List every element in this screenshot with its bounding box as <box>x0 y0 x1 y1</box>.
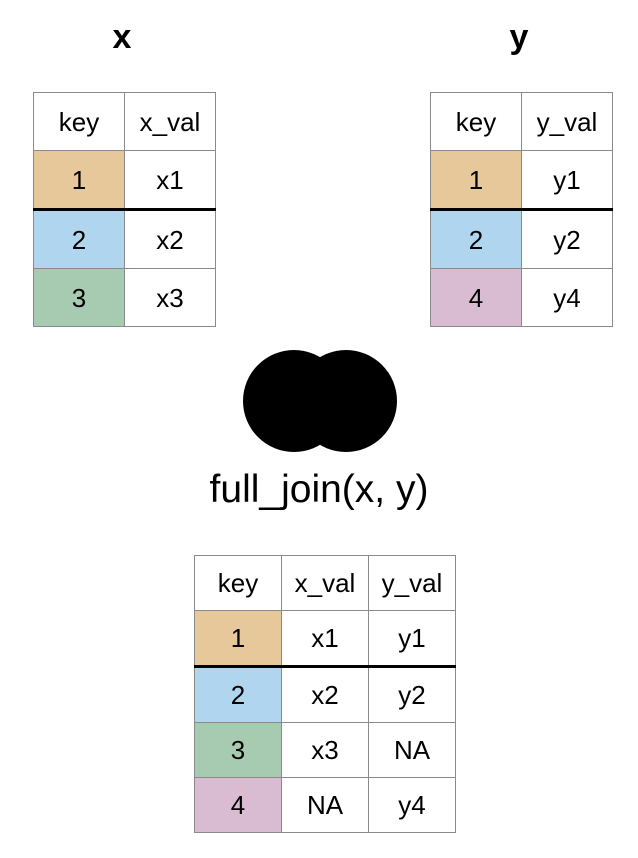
table-x: key x_val 1 x1 2 x2 3 x3 <box>33 92 216 327</box>
value-cell: x3 <box>124 268 216 327</box>
table-row-header: key y_val <box>430 92 613 151</box>
value-cell: y4 <box>521 268 613 327</box>
column-header-x-val: x_val <box>124 92 216 151</box>
key-cell: 3 <box>33 268 125 327</box>
table-row: 2 y2 <box>430 209 613 269</box>
value-cell: y2 <box>521 209 613 269</box>
table-row: 3 x3 <box>33 268 216 327</box>
table-row: 2 x2 y2 <box>194 666 456 723</box>
column-header-y-val: y_val <box>368 555 456 611</box>
table-row: 4 NA y4 <box>194 777 456 833</box>
key-cell: 4 <box>430 268 522 327</box>
key-cell: 2 <box>33 209 125 269</box>
table-row-header: key x_val <box>33 92 216 151</box>
y-value-cell: y2 <box>368 666 456 723</box>
key-cell: 1 <box>33 150 125 211</box>
value-cell: x1 <box>124 150 216 211</box>
y-value-cell: y1 <box>368 610 456 668</box>
table-row: 2 x2 <box>33 209 216 269</box>
x-value-cell: NA <box>281 777 369 833</box>
table-row: 1 x1 y1 <box>194 610 456 668</box>
join-operation-label: full_join(x, y) <box>209 468 429 511</box>
x-value-cell: x3 <box>281 722 369 778</box>
column-header-key: key <box>430 92 522 151</box>
column-header-x-val: x_val <box>281 555 369 611</box>
key-cell: 2 <box>430 209 522 269</box>
key-cell: 2 <box>194 666 282 723</box>
two-overlapping-filled-circles-icon <box>243 350 397 452</box>
x-value-cell: x2 <box>281 666 369 723</box>
venn-diagram <box>240 347 400 455</box>
table-y-title: y <box>509 18 529 56</box>
column-header-key: key <box>194 555 282 611</box>
column-header-key: key <box>33 92 125 151</box>
table-row-header: key x_val y_val <box>194 555 456 611</box>
y-value-cell: y4 <box>368 777 456 833</box>
table-row: 4 y4 <box>430 268 613 327</box>
table-x-title: x <box>112 18 132 56</box>
value-cell: x2 <box>124 209 216 269</box>
key-cell: 1 <box>194 610 282 668</box>
value-cell: y1 <box>521 150 613 211</box>
table-result: key x_val y_val 1 x1 y1 2 x2 y2 3 x3 NA … <box>194 555 456 833</box>
key-cell: 3 <box>194 722 282 778</box>
key-cell: 4 <box>194 777 282 833</box>
key-cell: 1 <box>430 150 522 211</box>
table-row: 1 x1 <box>33 150 216 211</box>
table-row: 1 y1 <box>430 150 613 211</box>
y-value-cell: NA <box>368 722 456 778</box>
table-y: key y_val 1 y1 2 y2 4 y4 <box>430 92 613 327</box>
column-header-y-val: y_val <box>521 92 613 151</box>
table-row: 3 x3 NA <box>194 722 456 778</box>
x-value-cell: x1 <box>281 610 369 668</box>
